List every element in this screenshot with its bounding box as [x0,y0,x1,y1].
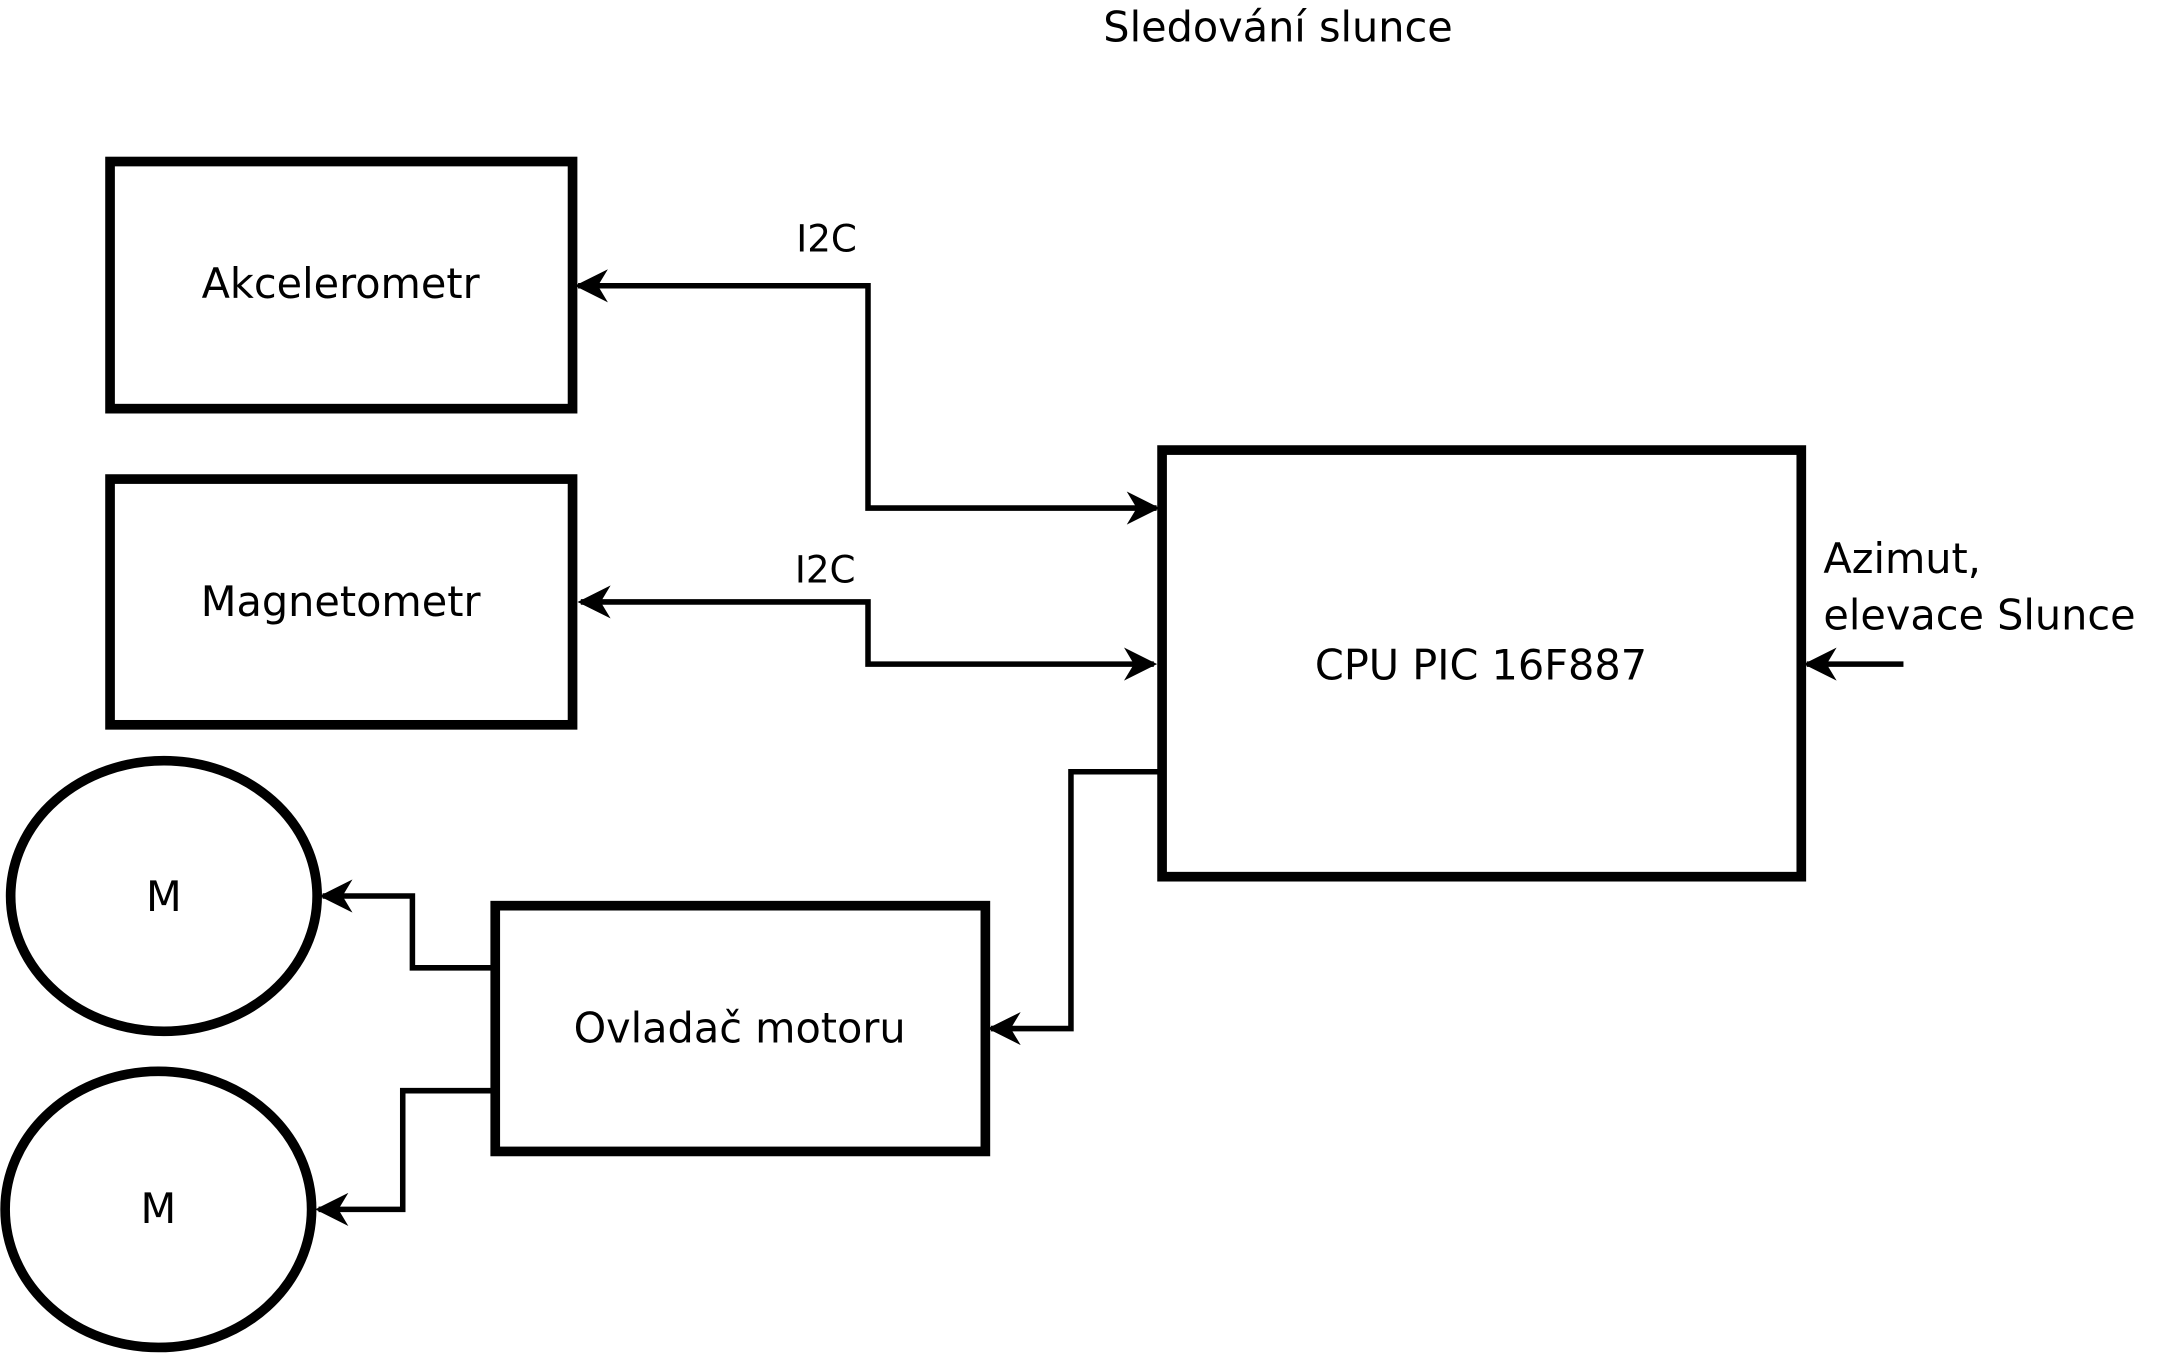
magnetometer-label: Magnetometr [201,578,482,626]
i2c-label-1: I2C [796,216,857,260]
motor-1-label: M [146,873,182,921]
accelerometer-block: Akcelerometr [105,156,578,414]
accelerometer-label: Akcelerometr [202,260,481,308]
driver-to-motor-2-wire [315,1087,492,1226]
motor-driver-label: Ovladač motoru [574,1004,906,1052]
i2c-accelerometer-wire [574,269,1160,525]
motor-driver-block: Ovladač motoru [490,900,991,1157]
i2c-magnetometer-wire [577,585,1158,681]
cpu-label: CPU PIC 16F887 [1315,641,1647,689]
cpu-block: CPU PIC 16F887 [1157,445,1807,882]
input-label-line1: Azimut, [1823,535,1981,583]
motor-2: M [0,1066,317,1353]
cpu-to-driver-wire [987,769,1158,1046]
diagram-title: Sledování slunce [1103,3,1452,51]
motor-1: M [5,755,322,1037]
i2c-label-2: I2C [795,548,856,592]
driver-to-motor-1-wire [319,879,492,971]
motor-2-label: M [141,1185,177,1233]
input-label-line2: elevace Slunce [1823,592,2135,640]
magnetometer-block: Magnetometr [105,474,578,730]
